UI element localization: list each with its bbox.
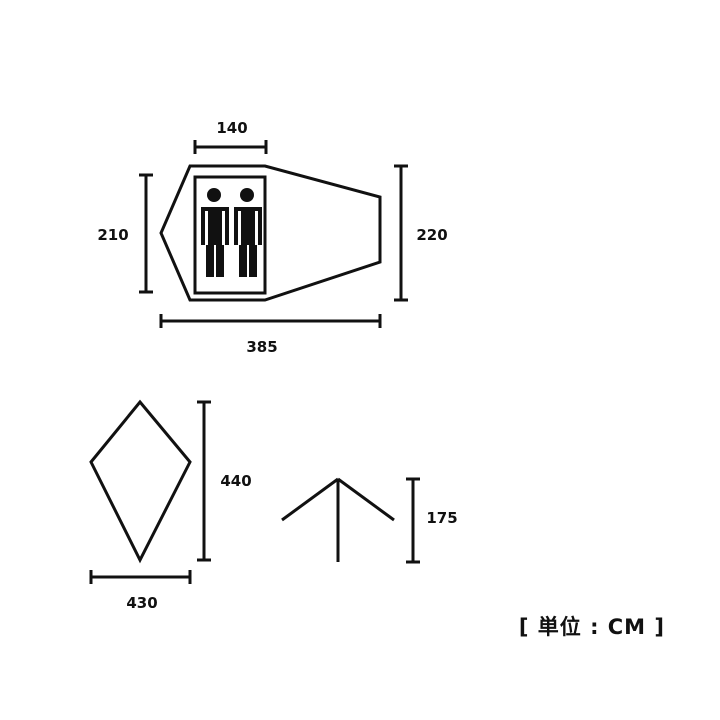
floor-right-height-dimension-line	[394, 164, 408, 302]
side-view: 440 430	[89, 399, 252, 612]
floor-left-height-dimension-line	[139, 173, 153, 294]
floor-plan: 140 210	[97, 119, 447, 356]
person-left-icon	[201, 188, 229, 277]
floor-length-label: 385	[246, 338, 277, 356]
tent-floor-outline	[159, 164, 382, 302]
sleeping-area-outline	[193, 175, 267, 295]
floor-width-dimension-line	[193, 140, 268, 154]
side-height-label: 440	[220, 472, 251, 490]
floor-width-label: 140	[216, 119, 247, 137]
unit-note: [ 単位 : CM ]	[519, 615, 665, 639]
side-width-label: 430	[126, 594, 157, 612]
side-height-dimension-line	[197, 400, 211, 562]
person-right-icon	[234, 188, 262, 277]
front-height-label: 175	[426, 509, 457, 527]
tent-pole-frame	[281, 477, 395, 562]
floor-left-height-label: 210	[97, 226, 128, 244]
two-person-icon	[201, 188, 262, 277]
floor-length-dimension-line	[159, 314, 382, 328]
floor-right-height-label: 220	[416, 226, 447, 244]
front-height-dimension-line	[406, 477, 420, 564]
side-width-dimension-line	[89, 570, 192, 584]
front-view: 175	[281, 477, 458, 564]
tent-side-outline	[89, 399, 192, 564]
